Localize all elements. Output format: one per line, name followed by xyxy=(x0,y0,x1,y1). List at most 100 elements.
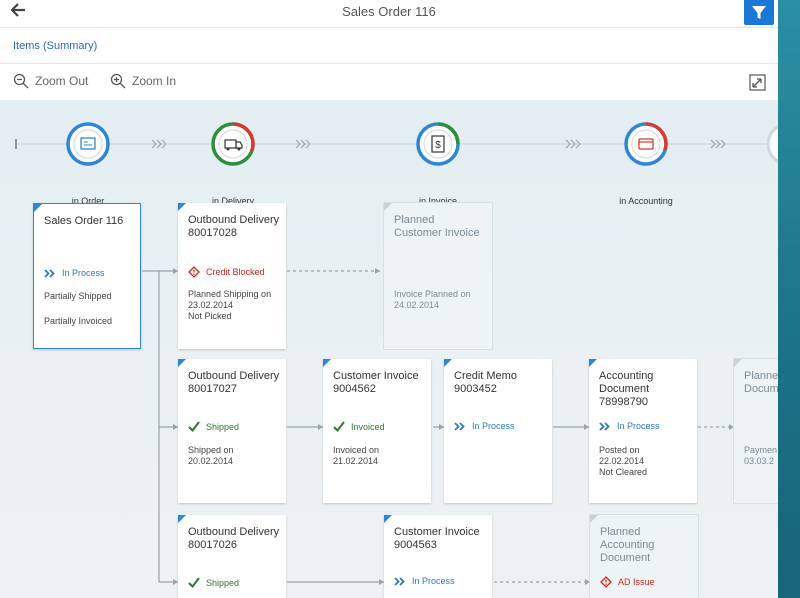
title-line: Planned xyxy=(600,526,641,538)
title-line: 9003452 xyxy=(454,383,497,395)
stage-label: in Order xyxy=(71,196,105,206)
in-process-icon xyxy=(454,421,468,431)
checkmark-icon xyxy=(188,421,202,432)
status-ad-issue: AD Issue xyxy=(600,576,655,588)
status-in-process: In Process xyxy=(44,268,105,278)
title-line: Customer Invoice xyxy=(394,227,480,239)
detail-line: Not Cleared xyxy=(599,467,648,477)
process-flow-canvas: in Order in Delivery $ in Invoice xyxy=(0,100,778,598)
stage-label: in Invoice xyxy=(418,196,458,206)
title-line: Credit Memo xyxy=(454,370,517,382)
card-detail: Partially Shipped xyxy=(44,291,112,301)
filter-button[interactable] xyxy=(744,0,774,25)
title-line: 9004562 xyxy=(333,383,376,395)
detail-line: 23.02.2014 xyxy=(188,300,234,310)
order-icon xyxy=(66,122,110,166)
warning-diamond-icon xyxy=(600,576,614,588)
exit-fullscreen-icon xyxy=(749,74,766,91)
fold-icon xyxy=(734,359,742,367)
detail-line: 24.02.2014 xyxy=(394,300,440,310)
status-text: Shipped xyxy=(206,577,240,588)
detail-line: Invoice Planned on xyxy=(394,289,471,299)
status-in-process: In Process xyxy=(394,576,455,586)
fold-icon xyxy=(589,359,597,367)
in-process-icon xyxy=(394,576,408,586)
title-line: Customer Invoice xyxy=(394,526,480,538)
arrow-left-icon[interactable] xyxy=(9,1,27,23)
zoom-in-button[interactable]: Zoom In xyxy=(110,73,176,89)
title-line: Accounting xyxy=(600,539,655,551)
page-title: Sales Order 116 xyxy=(342,4,436,19)
stage-label: in xyxy=(738,196,778,206)
stage-label: in Accounting xyxy=(619,196,673,206)
status-text: Credit Blocked xyxy=(206,267,265,277)
in-process-icon xyxy=(599,421,613,431)
zoom-out-icon xyxy=(13,73,29,89)
status-text: Shipped xyxy=(206,421,240,432)
zoom-in-label: Zoom In xyxy=(132,74,177,88)
zoom-toolbar: Zoom Out Zoom In xyxy=(0,64,778,100)
fold-icon xyxy=(178,515,186,523)
background-edge xyxy=(778,0,800,598)
status-text: In Process xyxy=(472,421,515,431)
title-line: Outbound Delivery xyxy=(188,526,280,538)
title-line: Customer Invoice xyxy=(333,370,419,382)
fold-icon xyxy=(444,359,452,367)
exit-fullscreen-button[interactable] xyxy=(749,74,766,96)
status-text: In Process xyxy=(62,268,105,278)
detail-line: 22.02.2014 xyxy=(599,456,645,466)
in-process-icon xyxy=(44,268,58,278)
selected-fold xyxy=(34,204,42,212)
checkmark-icon xyxy=(333,421,347,432)
credit-blocked-icon xyxy=(188,266,202,278)
title-line: Document xyxy=(599,383,650,395)
title-line: 78998790 xyxy=(599,396,648,408)
fold-icon xyxy=(178,359,186,367)
detail-line: Posted on xyxy=(599,445,640,455)
app-window: Sales Order 116 Items (Summary) Zoom Out… xyxy=(0,0,778,598)
status-in-process: In Process xyxy=(454,421,515,431)
title-line: Document xyxy=(600,552,651,564)
detail-line: Paymen xyxy=(744,445,778,455)
status-invoiced: Invoiced xyxy=(333,421,385,432)
status-text: Invoiced xyxy=(351,421,385,432)
stage-label: in Delivery xyxy=(211,196,254,206)
zoom-out-button[interactable]: Zoom Out xyxy=(13,73,88,89)
title-line: Planne xyxy=(744,370,778,382)
zoom-out-label: Zoom Out xyxy=(35,74,89,88)
status-text: In Process xyxy=(617,421,660,431)
title-line: 80017027 xyxy=(188,383,237,395)
items-summary-link[interactable]: Items (Summary) xyxy=(13,40,98,52)
card-sales-order-116[interactable]: Sales Order 116 In Process Partially Shi… xyxy=(33,203,141,349)
stage-next-icon xyxy=(766,124,778,164)
fold-icon xyxy=(590,515,598,523)
detail-line: 20.02.2014 xyxy=(188,456,234,466)
title-line: 80017028 xyxy=(188,227,237,239)
page-header: Sales Order 116 xyxy=(0,0,778,28)
card-title: Sales Order 116 xyxy=(44,215,124,227)
detail-line: Not Picked xyxy=(188,311,232,321)
status-text: In Process xyxy=(412,576,455,586)
fold-icon xyxy=(178,203,186,211)
